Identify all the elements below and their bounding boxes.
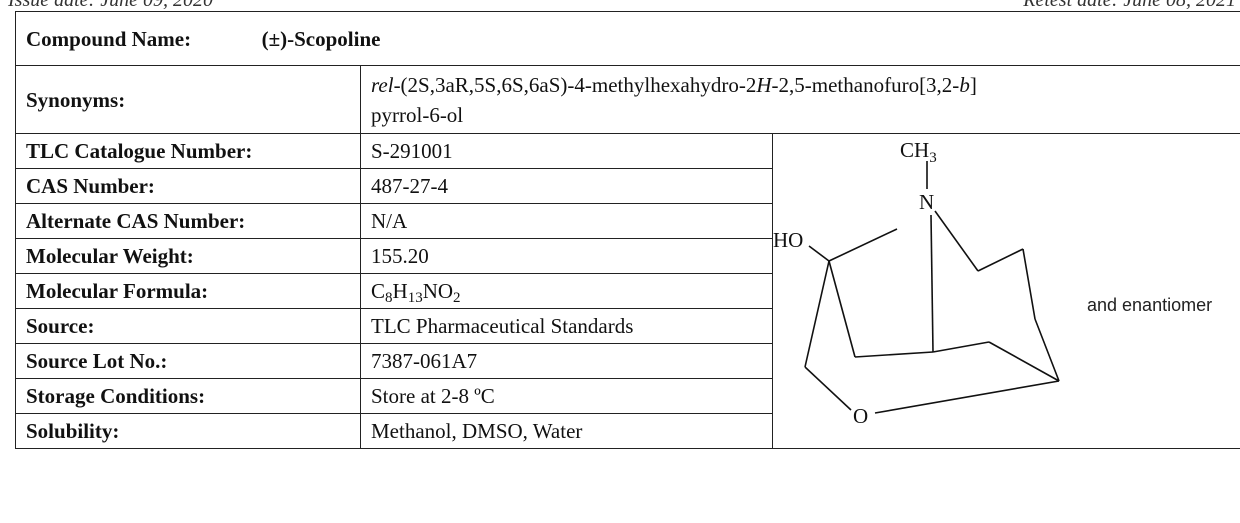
- document-header: Issue date: June 09, 2020 Retest date: J…: [0, 0, 1240, 11]
- source-lot-value: 7387-061A7: [360, 343, 773, 379]
- synonym-line2: pyrrol-6-ol: [371, 102, 464, 127]
- structure-cell: CH3 N HO O and enantiomer: [771, 133, 1240, 449]
- structure-bonds: [804, 161, 1060, 414]
- oxygen-label: O: [853, 404, 868, 428]
- nitrogen-label: N: [919, 190, 934, 214]
- synonyms-label: Synonyms:: [15, 65, 361, 134]
- formula-no: NO: [422, 279, 454, 303]
- synonym-part1: -(2S,3aR,5S,6S,6aS)-4-methylhexahydro-2: [393, 72, 757, 97]
- row-molecular-formula: Molecular Formula: C8H13NO2: [15, 273, 1240, 309]
- compound-name-label: Compound Name:: [26, 26, 192, 51]
- source-lot-label: Source Lot No.:: [15, 343, 361, 379]
- alternate-cas-label: Alternate CAS Number:: [15, 203, 361, 239]
- alternate-cas-value: N/A: [360, 203, 773, 239]
- row-molecular-weight: Molecular Weight: 155.20: [15, 238, 1240, 274]
- formula-c-count: 8: [385, 290, 393, 306]
- molecular-formula-value: C8H13NO2: [360, 273, 773, 309]
- synonym-italic-h: H: [756, 72, 772, 97]
- solubility-value: Methanol, DMSO, Water: [360, 413, 773, 449]
- formula-o-count: 2: [453, 290, 461, 306]
- ch3-label: CH3: [900, 138, 937, 166]
- row-synonyms: Synonyms: rel-(2S,3aR,5S,6S,6aS)-4-methy…: [15, 65, 1240, 134]
- source-label: Source:: [15, 308, 361, 344]
- molecular-formula-label: Molecular Formula:: [15, 273, 361, 309]
- retest-date: Retest date: June 08, 2021: [1023, 0, 1236, 11]
- cas-number-label: CAS Number:: [15, 168, 361, 204]
- row-catalogue-number: TLC Catalogue Number: S-291001: [15, 133, 1240, 449]
- synonym-prefix: rel: [371, 72, 394, 97]
- ch3-text: CH: [900, 138, 929, 162]
- compound-spec-table: Compound Name: (±)-Scopoline Synonyms: r…: [14, 11, 1240, 449]
- enantiomer-note: and enantiomer: [1087, 295, 1212, 315]
- catalogue-number-value: S-291001: [360, 133, 773, 169]
- ch3-subscript: 3: [929, 150, 937, 166]
- catalogue-number-label: TLC Catalogue Number:: [15, 133, 361, 169]
- row-solubility: Solubility: Methanol, DMSO, Water: [15, 413, 1240, 449]
- formula-h: H: [392, 279, 408, 303]
- synonym-part2: -2,5-methanofuro[3,2-: [771, 72, 960, 97]
- synonym-italic-b: b: [959, 72, 970, 97]
- formula-h-count: 13: [407, 290, 423, 306]
- row-compound-name: Compound Name: (±)-Scopoline: [14, 11, 1240, 66]
- formula-c: C: [371, 279, 386, 303]
- storage-conditions-label: Storage Conditions:: [15, 378, 361, 414]
- synonym-part3: ]: [969, 72, 977, 97]
- issue-date: Issue date: June 09, 2020: [8, 0, 213, 11]
- molecular-weight-label: Molecular Weight:: [15, 238, 361, 274]
- compound-name-cell: Compound Name: (±)-Scopoline: [14, 11, 1240, 66]
- source-value: TLC Pharmaceutical Standards: [360, 308, 773, 344]
- compound-name-value: (±)-Scopoline: [261, 26, 381, 51]
- synonyms-value: rel-(2S,3aR,5S,6S,6aS)-4-methylhexahydro…: [359, 65, 1240, 134]
- solubility-label: Solubility:: [15, 413, 361, 449]
- cas-number-value: 487-27-4: [360, 168, 773, 204]
- molecular-weight-value: 155.20: [360, 238, 773, 274]
- storage-conditions-value: Store at 2-8 ºC: [360, 378, 773, 414]
- scopoline-structure: CH3 N HO O and enantiomer: [773, 138, 1213, 428]
- hydroxyl-label: HO: [773, 228, 803, 252]
